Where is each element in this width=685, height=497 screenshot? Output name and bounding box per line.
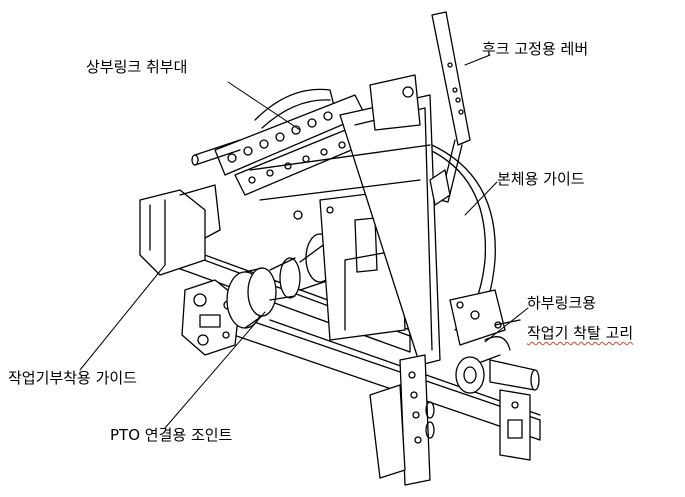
left-coupler (181, 279, 241, 356)
lower-link-bracket (449, 289, 521, 394)
bolts (293, 206, 502, 329)
leader-lines (79, 54, 529, 429)
label-pto-joint: PTO 연결용 조인트 (110, 426, 232, 444)
label-lower-link-text-2: 작업기 착탈 고리 (527, 324, 634, 342)
label-implement-hook: 작업기 착탈 고리 (527, 324, 633, 342)
label-hook-lever: 후크 고정용 레버 (482, 40, 588, 58)
label-lower-link-text-1: 하부링크용 (527, 294, 597, 312)
leader-pto-joint (164, 311, 266, 429)
leader-lower-link (484, 307, 529, 343)
label-upper-link-text: 상부링크 취부대 (86, 58, 188, 76)
leader-body-guide (464, 181, 498, 216)
label-lower-link: 하부링크용 (527, 294, 596, 312)
label-hook-lever-text: 후크 고정용 레버 (482, 40, 589, 58)
label-body-guide-text: 본체용 가이드 (497, 170, 585, 188)
label-implement-guide-text: 작업기부착용 가이드 (8, 369, 137, 387)
leader-implement-guide (79, 264, 166, 371)
label-upper-link-mount: 상부링크 취부대 (86, 58, 187, 76)
label-body-guide: 본체용 가이드 (497, 170, 585, 188)
a-frame-arm (249, 74, 441, 366)
label-pto-joint-text: PTO 연결용 조인트 (110, 426, 233, 444)
left-side-plate (139, 184, 221, 276)
leader-upper-link (227, 81, 301, 131)
hook-lever (429, 11, 471, 206)
label-implement-guide: 작업기부착용 가이드 (8, 369, 137, 387)
leader-hook-lever (464, 54, 491, 66)
upper-link-mount (191, 94, 376, 196)
right-shaft (489, 359, 540, 461)
front-post (369, 354, 435, 486)
